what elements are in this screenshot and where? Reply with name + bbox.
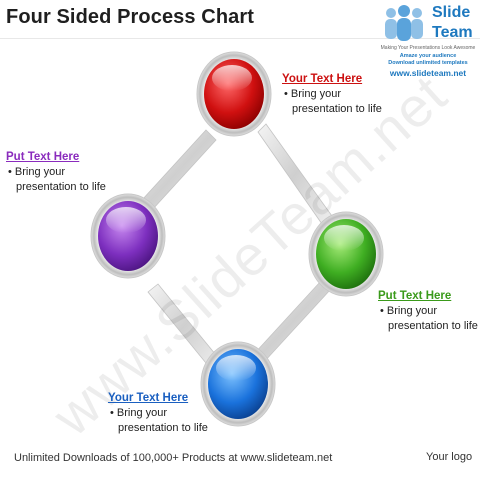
logo-line-download: Download unlimited templates bbox=[388, 60, 468, 66]
node-left bbox=[90, 193, 166, 279]
node-top bbox=[196, 51, 272, 137]
label-top-bullet: • Bring your presentation to life bbox=[284, 88, 382, 115]
label-top-bullet-text: Bring your presentation to life bbox=[290, 88, 382, 115]
label-right: Put Text Here • Bring your presentation … bbox=[378, 289, 478, 334]
label-left-bullet: • Bring your presentation to life bbox=[8, 166, 106, 193]
your-logo-text: Your logo bbox=[426, 451, 473, 463]
label-right-bullet: • Bring your presentation to life bbox=[380, 305, 478, 332]
label-bottom: Your Text Here • Bring your presentation… bbox=[108, 391, 218, 436]
footer-text: Unlimited Downloads of 100,000+ Products… bbox=[14, 452, 333, 464]
label-left: Put Text Here • Bring your presentation … bbox=[6, 150, 116, 195]
node-right bbox=[308, 211, 384, 297]
slideteam-logo: Slide Team Making Your Presentations Loo… bbox=[380, 2, 480, 82]
label-right-heading: Put Text Here bbox=[378, 290, 452, 302]
node-bottom bbox=[200, 341, 276, 427]
people-icon bbox=[385, 5, 423, 41]
label-bottom-heading: Your Text Here bbox=[108, 392, 189, 404]
label-bottom-bullet: • Bring your presentation to life bbox=[110, 407, 208, 434]
label-left-heading: Put Text Here bbox=[6, 151, 80, 163]
label-left-bullet-text: Bring your presentation to life bbox=[14, 166, 106, 193]
connector-right-bottom bbox=[253, 281, 331, 363]
logo-word-slide: Slide bbox=[432, 4, 471, 21]
label-bottom-bullet-text: Bring your presentation to life bbox=[116, 407, 208, 434]
label-right-bullet-text: Bring your presentation to life bbox=[386, 305, 478, 332]
label-top: Your Text Here • Bring your presentation… bbox=[282, 72, 402, 117]
connector-bars bbox=[141, 123, 333, 369]
connector-top-left bbox=[141, 129, 217, 211]
logo-line-amaze: Amaze your audience bbox=[399, 53, 457, 59]
logo-word-team: Team bbox=[432, 24, 473, 41]
logo-tagline: Making Your Presentations Look Awesome bbox=[380, 45, 476, 51]
page-title: Four Sided Process Chart bbox=[6, 6, 255, 28]
label-top-heading: Your Text Here bbox=[282, 73, 363, 85]
logo-url: www.slideteam.net bbox=[389, 68, 467, 78]
header-divider bbox=[0, 38, 480, 39]
